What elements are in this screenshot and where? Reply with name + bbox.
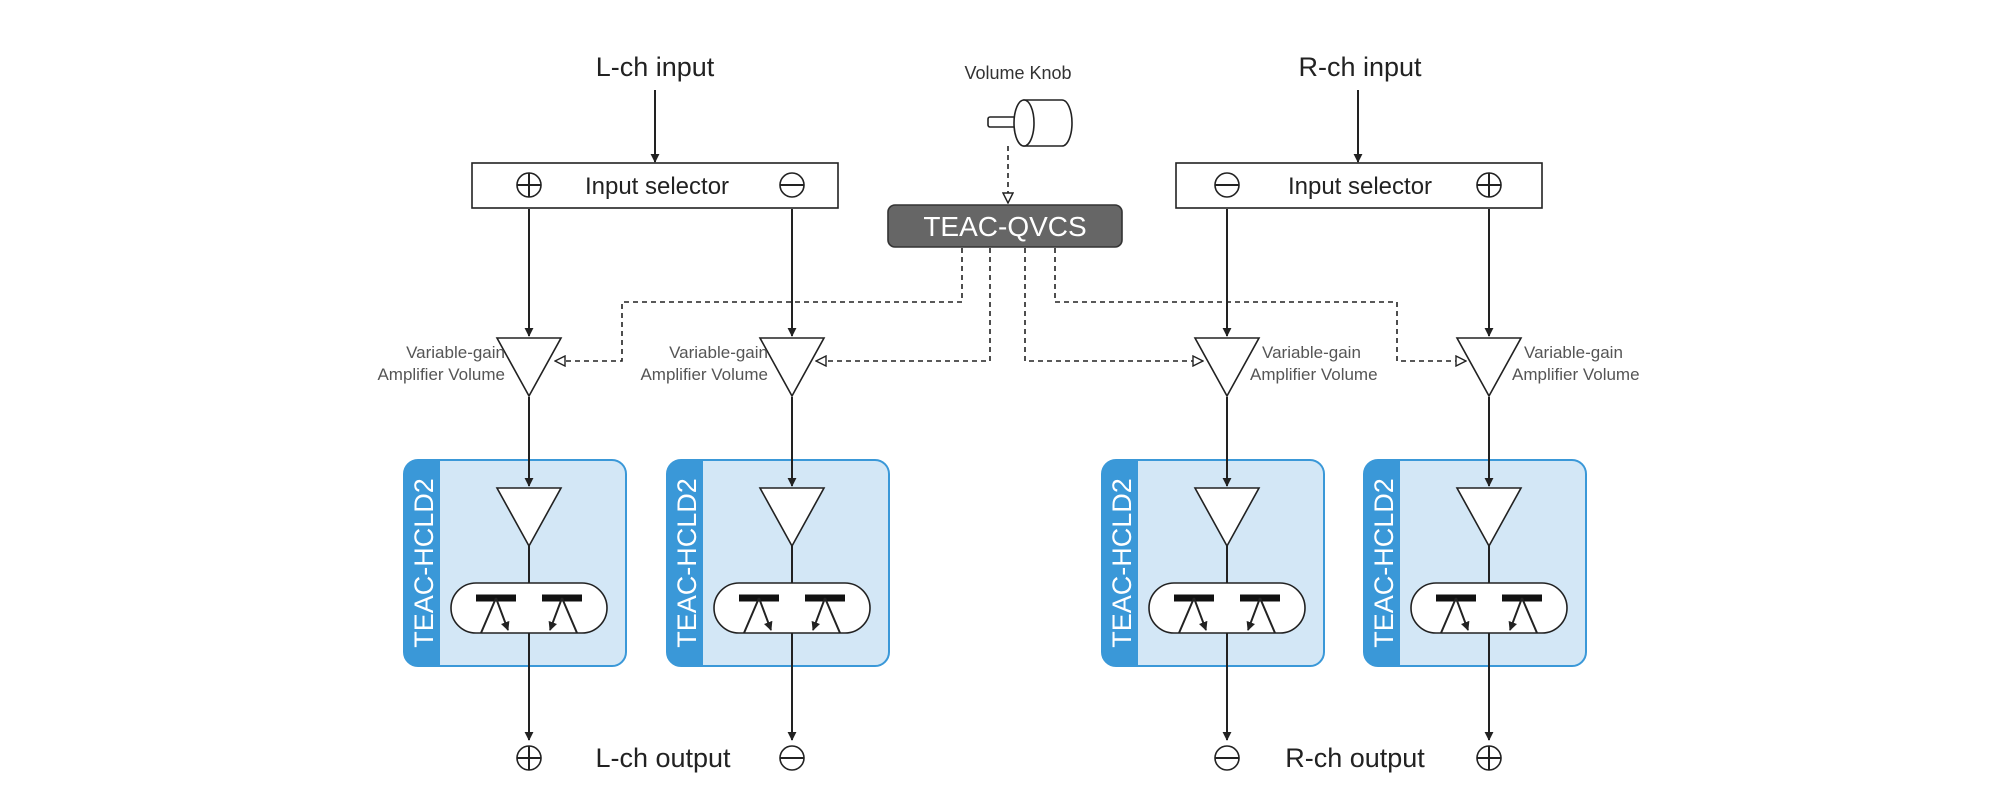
left-input-label: L-ch input: [596, 52, 715, 82]
vga-label-line2: Amplifier Volume: [1250, 365, 1378, 384]
vga-4: Variable-gain Amplifier Volume: [1455, 337, 1640, 398]
qvcs-label: TEAC-QVCS: [923, 211, 1086, 242]
svg-text:Variable-gain: Variable-gain: [1262, 343, 1361, 362]
vga-2: Variable-gain Amplifier Volume: [640, 337, 826, 398]
left-output-label: L-ch output: [595, 743, 731, 773]
svg-text:Amplifier Volume: Amplifier Volume: [640, 365, 768, 384]
plus-icon: [516, 172, 542, 198]
hcld2-module-3: TEAC-HCLD2: [1101, 397, 1325, 667]
plus-icon: [1476, 172, 1502, 198]
output-stage-transistors: [713, 582, 871, 634]
qvcs-control-line-2: [816, 248, 991, 361]
vga-1: Variable-gain Amplifier Volume: [377, 337, 563, 398]
qvcs-control-line-3: [1024, 248, 1203, 361]
hcld2-module-2: TEAC-HCLD2: [666, 397, 890, 667]
hcld2-label: TEAC-HCLD2: [409, 478, 439, 648]
plus-icon: [516, 745, 542, 771]
output-stage-transistors: [1148, 582, 1306, 634]
qvcs-control-line-4: [1054, 248, 1466, 361]
vga-label-line2: Amplifier Volume: [1512, 365, 1640, 384]
svg-text:Amplifier Volume: Amplifier Volume: [377, 365, 505, 384]
right-input-selector: Input selector: [1175, 162, 1543, 209]
minus-icon: [779, 172, 805, 198]
vga-label-line1: Variable-gain: [406, 343, 505, 362]
vga-label-line1: Variable-gain: [669, 343, 768, 362]
minus-icon: [779, 745, 805, 771]
output-stage-transistors: [1410, 582, 1568, 634]
vga-3: Variable-gain Amplifier Volume: [1193, 337, 1378, 398]
left-selector-label: Input selector: [585, 173, 729, 200]
vga-label-line1: Variable-gain: [1524, 343, 1623, 362]
right-input-label: R-ch input: [1298, 52, 1422, 82]
right-output-label: R-ch output: [1285, 743, 1425, 773]
hcld2-label: TEAC-HCLD2: [1369, 478, 1399, 648]
volume-knob-label: Volume Knob: [964, 63, 1071, 83]
qvcs-control-line-1: [555, 248, 963, 361]
output-stage-transistors: [450, 582, 608, 634]
hcld2-module-1: TEAC-HCLD2: [403, 397, 627, 667]
minus-icon: [1214, 172, 1240, 198]
svg-text:Variable-gain: Variable-gain: [669, 343, 768, 362]
minus-icon: [1214, 745, 1240, 771]
svg-text:Amplifier Volume: Amplifier Volume: [1250, 365, 1378, 384]
svg-text:Variable-gain: Variable-gain: [406, 343, 505, 362]
vga-label-line2: Amplifier Volume: [377, 365, 505, 384]
volume-knob-icon: [987, 99, 1073, 147]
hcld2-module-4: TEAC-HCLD2: [1363, 397, 1587, 667]
plus-icon: [1476, 745, 1502, 771]
vga-label-line1: Variable-gain: [1262, 343, 1361, 362]
svg-text:Variable-gain: Variable-gain: [1524, 343, 1623, 362]
left-input-selector: Input selector: [471, 162, 839, 209]
right-selector-label: Input selector: [1288, 173, 1432, 200]
qvcs-block: TEAC-QVCS: [887, 204, 1123, 248]
hcld2-label: TEAC-HCLD2: [672, 478, 702, 648]
svg-text:Amplifier Volume: Amplifier Volume: [1512, 365, 1640, 384]
hcld2-label: TEAC-HCLD2: [1107, 478, 1137, 648]
vga-label-line2: Amplifier Volume: [640, 365, 768, 384]
